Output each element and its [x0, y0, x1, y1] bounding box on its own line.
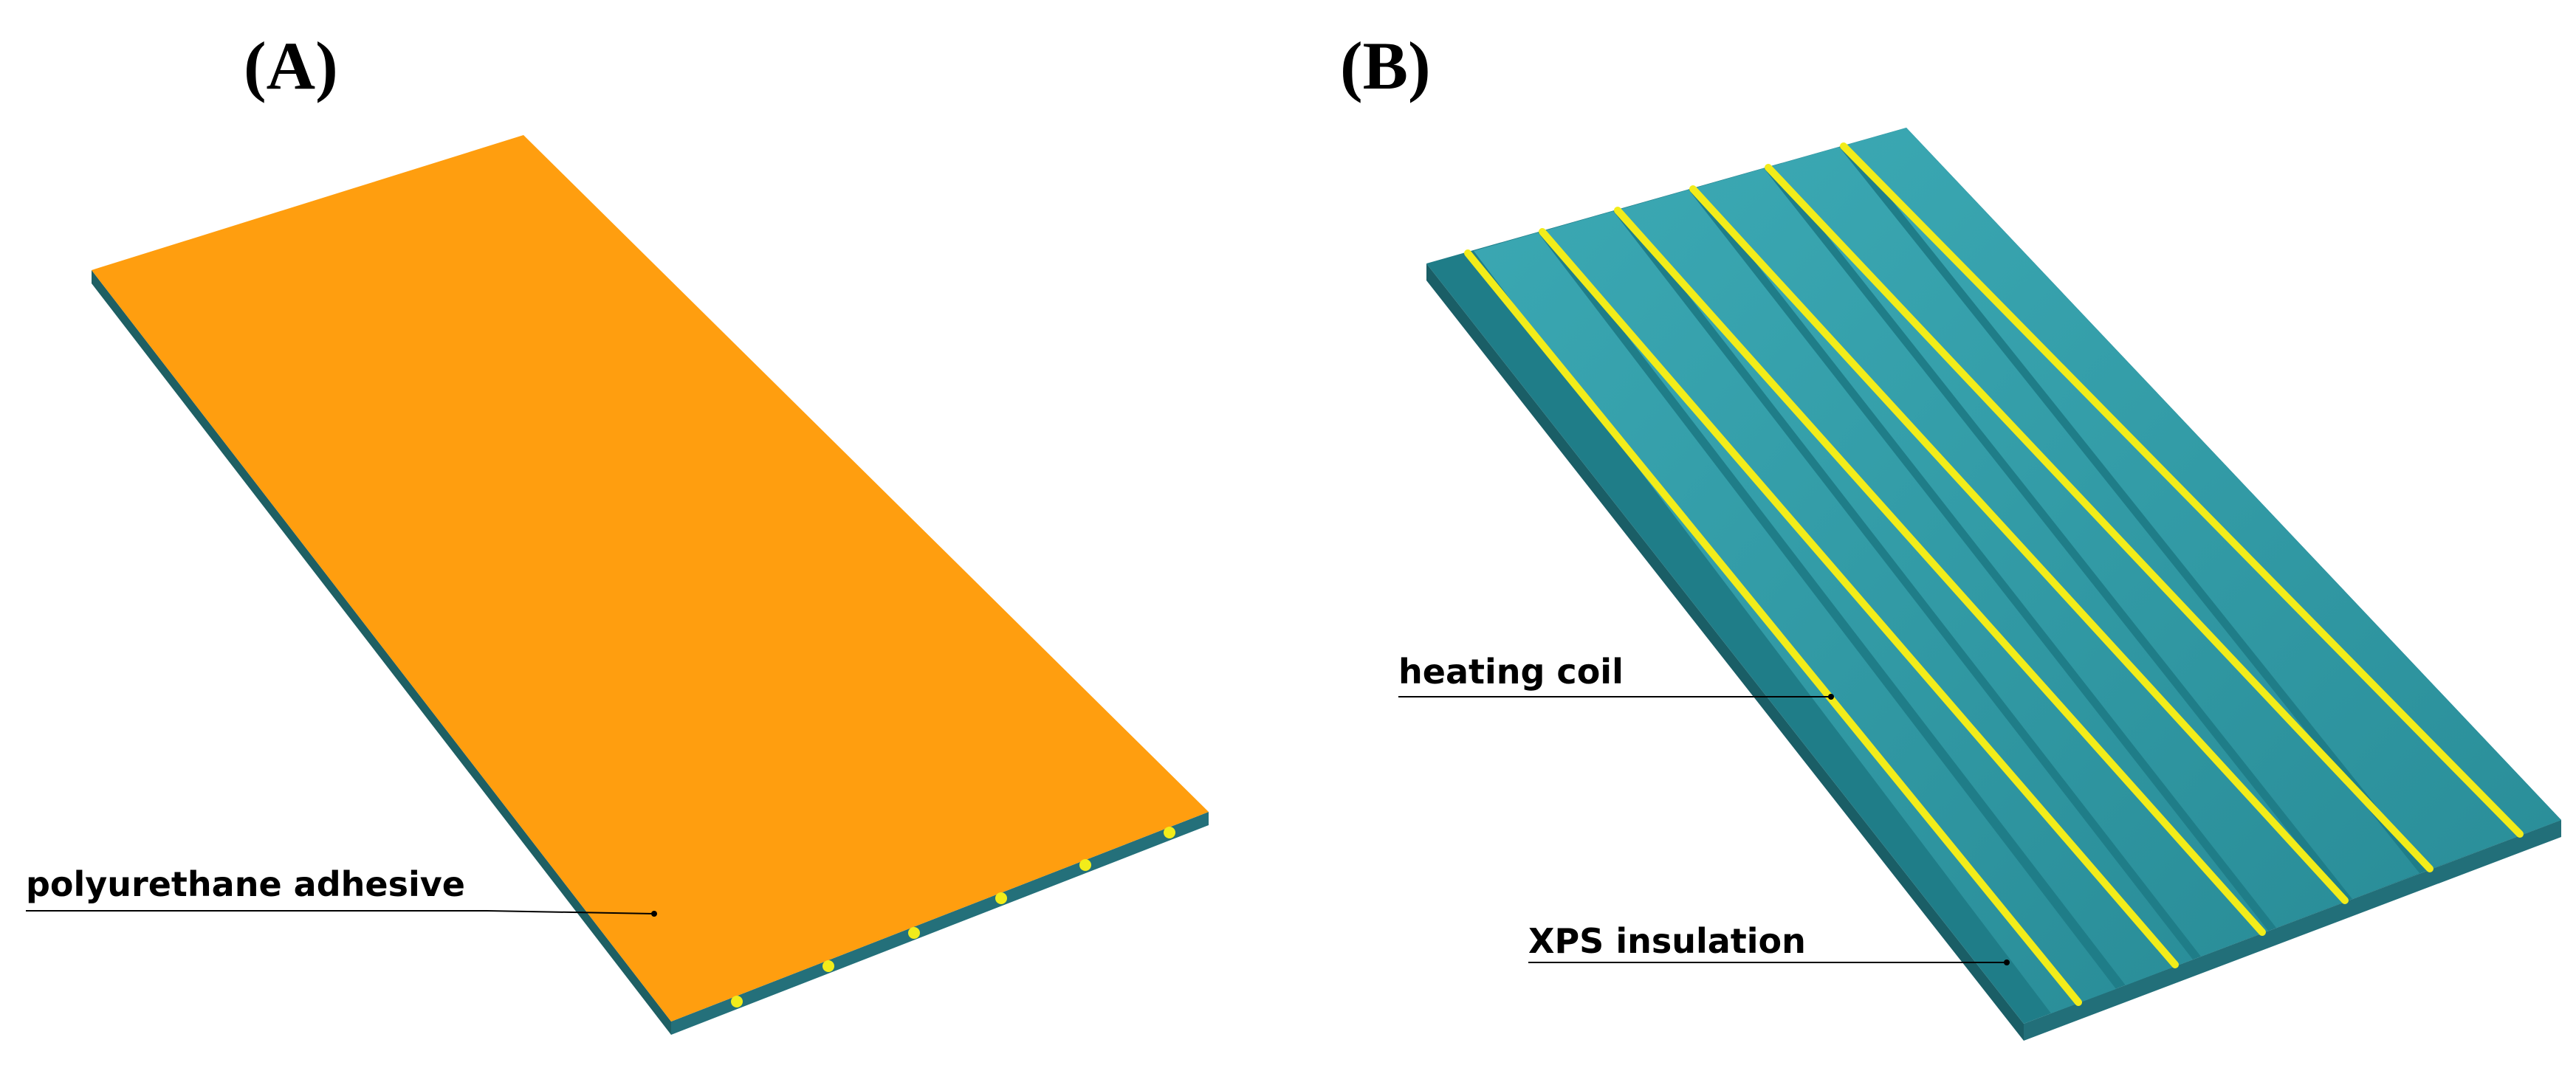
heating-coil-line — [1840, 142, 2524, 838]
callout-label: heating coil — [1398, 652, 1624, 692]
heating-coil-line — [1765, 164, 2434, 872]
coil-end — [731, 996, 743, 1007]
board-left-edge — [1426, 263, 2024, 1041]
leader-dot — [2004, 960, 2010, 965]
panel-a-label: (A) — [244, 28, 338, 103]
raised-strip — [1474, 232, 2116, 1013]
callout-heating-coil: heating coil — [1398, 652, 1834, 700]
heating-coils — [1464, 142, 2524, 1006]
xps-insulation-board — [1426, 128, 2561, 1041]
callout-xps-insulation: XPS insulation — [1528, 921, 2010, 965]
panel-b: (B) — [1340, 28, 2561, 1041]
raised-strip — [1772, 147, 2419, 899]
panel-a: (A) polyurethane adhesive — [26, 28, 1209, 1035]
adhesive-slab-front-edge — [671, 812, 1209, 1035]
coil-end — [908, 927, 920, 939]
adhesive-slab-left-edge — [92, 270, 671, 1035]
leader-dot — [1828, 694, 1834, 700]
raised-strip — [1847, 128, 2561, 870]
board-front-edge — [2024, 820, 2561, 1041]
heating-coil-line — [1539, 228, 2179, 968]
raised-strips — [1474, 128, 2561, 1013]
heating-coil-line — [1464, 249, 2082, 1006]
panel-b-label: (B) — [1340, 28, 1431, 103]
callout-polyurethane-adhesive: polyurethane adhesive — [26, 864, 657, 917]
coil-ends — [731, 827, 1175, 1007]
leader-dot — [651, 911, 657, 917]
callout-label: XPS insulation — [1528, 921, 1806, 961]
adhesive-top-face — [92, 135, 1209, 1022]
coil-end — [822, 960, 834, 972]
leader-line — [26, 910, 655, 914]
heating-coil-line — [1614, 207, 2266, 936]
raised-strip — [1546, 211, 2193, 985]
adhesive-slab — [92, 135, 1209, 1035]
coil-end — [1079, 859, 1091, 871]
coil-end — [1164, 827, 1175, 838]
coil-end — [995, 892, 1007, 904]
heating-coil-line — [1689, 185, 2349, 904]
callout-label: polyurethane adhesive — [26, 864, 465, 904]
